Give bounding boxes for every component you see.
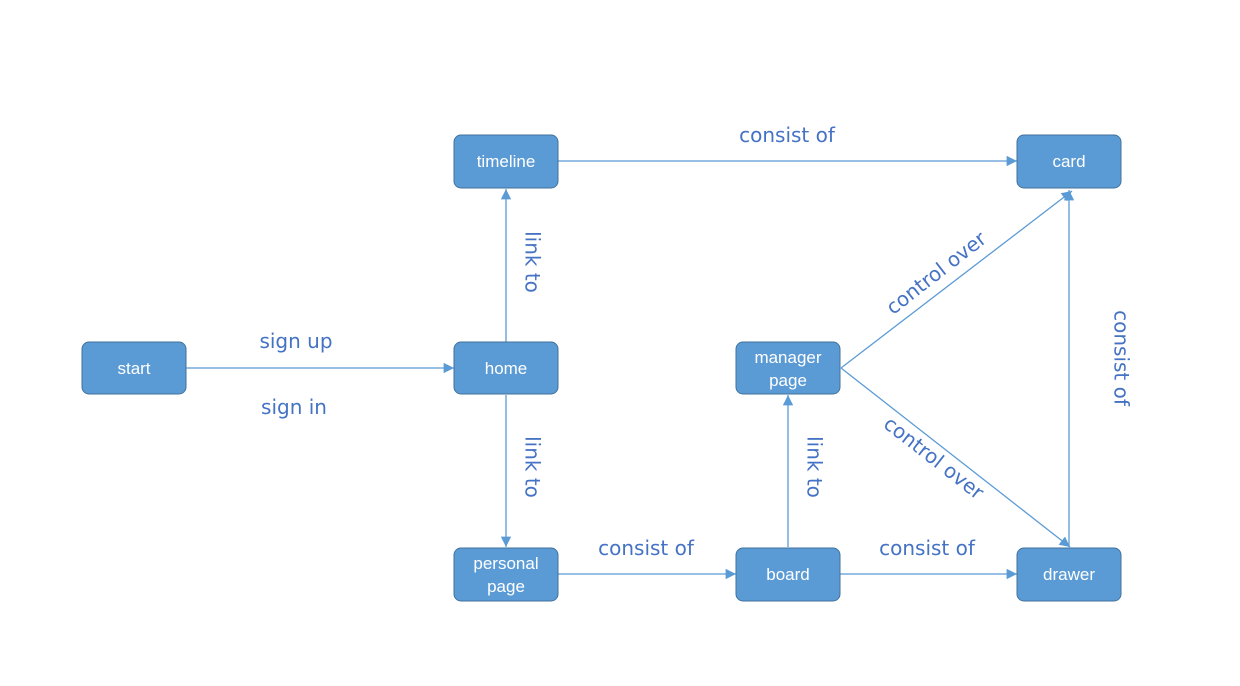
node-board-label: board [766, 565, 809, 584]
node-manager-page: manager page [735, 341, 841, 395]
node-home: home [453, 341, 559, 395]
edge-manager-page-to-card [840, 190, 1073, 369]
node-manager-page-label-line2: page [769, 371, 807, 390]
node-card-label: card [1052, 152, 1085, 171]
node-home-label: home [485, 359, 528, 378]
label-manager-card-control-over: control over [881, 226, 991, 319]
node-board: board [735, 547, 841, 602]
node-personal-page-label-line1: personal [473, 554, 538, 573]
label-timeline-card-consist-of: consist of [739, 123, 836, 147]
node-start: start [81, 341, 187, 395]
node-drawer-label: drawer [1043, 565, 1095, 584]
label-home-personal-link-to: link to [521, 436, 545, 498]
edge-manager-page-to-drawer [840, 367, 1071, 548]
label-board-manager-link-to: link to [803, 436, 827, 498]
label-manager-drawer-control-over: control over [879, 411, 989, 504]
node-personal-page: personal page [453, 547, 559, 602]
node-timeline-label: timeline [477, 152, 536, 171]
label-sign-up: sign up [259, 329, 332, 353]
label-home-timeline-link-to: link to [521, 231, 545, 293]
node-card: card [1016, 134, 1122, 189]
label-board-drawer-consist-of: consist of [879, 536, 976, 560]
node-drawer: drawer [1016, 547, 1122, 602]
node-personal-page-label-line2: page [487, 577, 525, 596]
node-timeline: timeline [453, 134, 559, 189]
label-personal-board-consist-of: consist of [598, 536, 695, 560]
node-manager-page-label-line1: manager [754, 348, 821, 367]
label-sign-in: sign in [261, 395, 327, 419]
nodes: start home timeline card manager page pe… [81, 134, 1122, 602]
edge-labels: sign up sign in link to link to consist … [259, 123, 1133, 560]
label-drawer-card-consist-of: consist of [1110, 310, 1134, 407]
node-start-label: start [117, 359, 150, 378]
edges [186, 155, 1075, 580]
